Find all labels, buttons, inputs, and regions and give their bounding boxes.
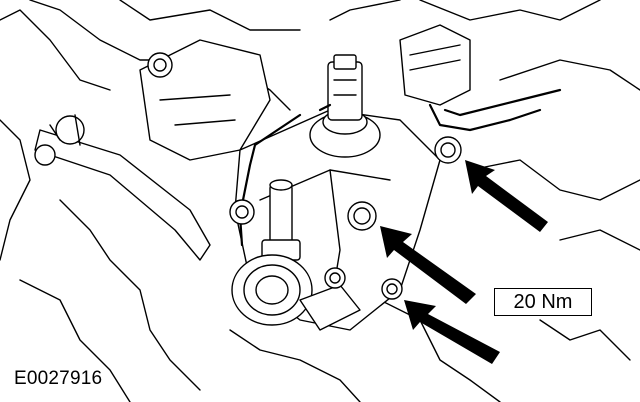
torque-spec-label: 20 Nm: [494, 288, 592, 316]
bolt-top-right: [434, 136, 462, 164]
arrow-bolt-upper: [465, 160, 548, 232]
bolt-lower: [381, 278, 403, 300]
linkage-rod: [34, 114, 211, 261]
bolt-middle: [347, 201, 377, 231]
bolt-lower-center: [324, 267, 346, 289]
electrical-connector: [399, 24, 562, 132]
pulley-assembly: [231, 254, 361, 331]
arrow-bolt-middle: [380, 226, 476, 304]
bolt-top-bracket: [147, 52, 173, 78]
sensor-connector: [309, 54, 381, 158]
bolt-left-bracket: [229, 199, 255, 225]
figure-id-label: E0027916: [14, 368, 103, 389]
arrow-bolt-lower: [404, 300, 500, 364]
